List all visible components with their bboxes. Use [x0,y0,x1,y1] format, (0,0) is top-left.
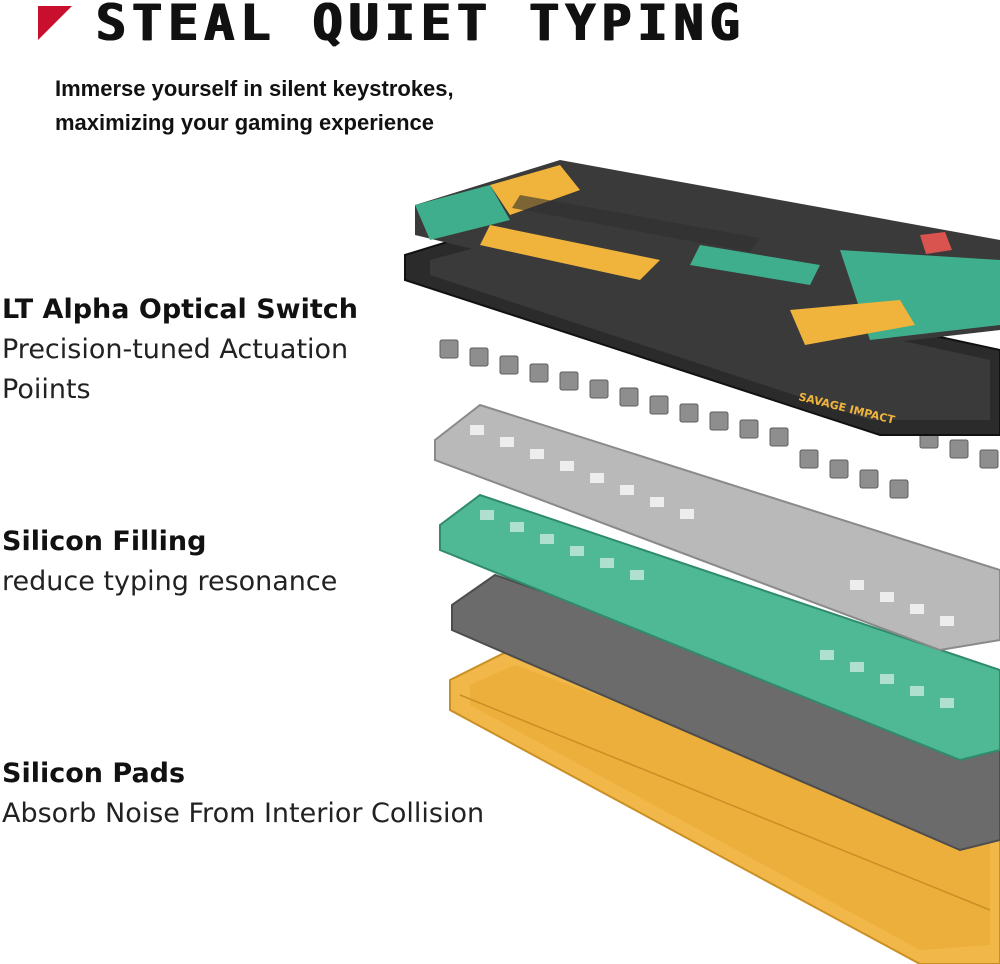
red-triangle-logo-icon [38,6,72,40]
feature-description: Precision-tuned Actuation Poiints [2,334,349,405]
plate-layer [434,403,1000,652]
subheadline: Immerse yourself in silent keystrokes, m… [55,72,575,140]
feature-description: Absorb Noise From Interior Collision [2,798,485,829]
keycap-layer [415,160,1000,345]
feature-silicon-filling: Silicon Filling reduce typing resonance [2,522,562,602]
switch-layer [439,339,999,499]
subheadline-line-2: maximizing your gaming experience [55,110,435,135]
feature-title: LT Alpha Optical Switch [2,294,358,325]
feature-optical-switch: LT Alpha Optical Switch Precision-tuned … [2,290,562,410]
subheadline-line-1: Immerse yourself in silent keystrokes, [55,76,454,101]
page-title: STEAL QUIET TYPING [96,0,746,52]
exploded-keyboard-illustration: SAVAGE IMPACT [404,160,1000,964]
case-layer [449,648,1000,964]
feature-title: Silicon Filling [2,526,207,557]
feature-description: reduce typing resonance [2,566,338,597]
feature-silicon-pads: Silicon Pads Absorb Noise From Interior … [2,754,562,834]
silicon-pad-layer [451,573,1000,852]
pcb-layer [439,493,1000,762]
feature-title: Silicon Pads [2,758,186,789]
